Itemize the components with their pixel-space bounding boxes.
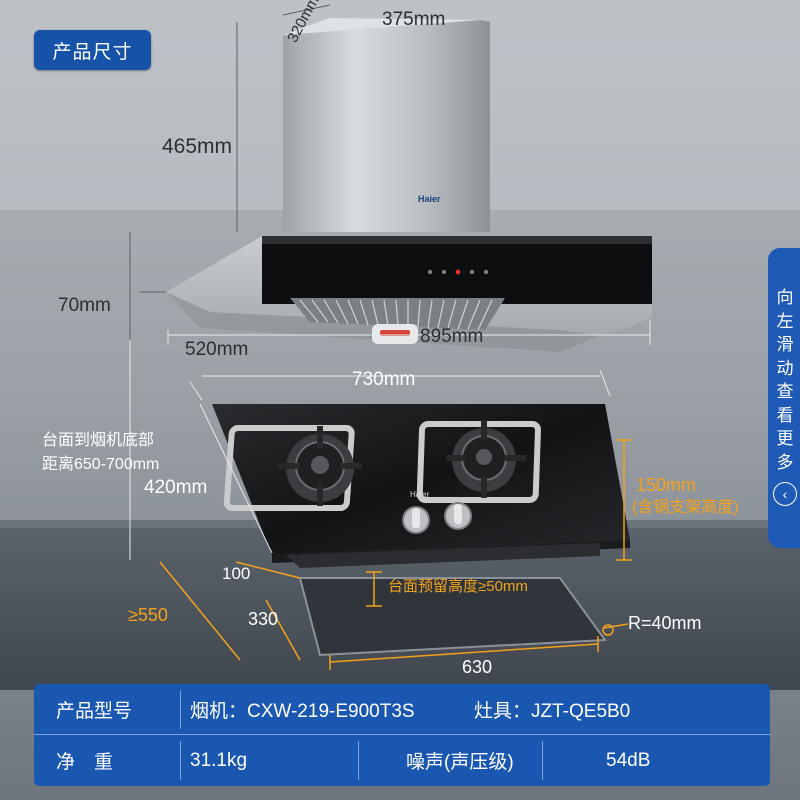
side-tab-char: 多	[776, 452, 794, 472]
hood-model-value: 烟机：CXW-219-E900T3S	[190, 701, 415, 722]
side-tab-char: 查	[776, 382, 794, 401]
side-tab-char: 向	[776, 288, 794, 307]
noise-value: 54dB	[606, 749, 651, 771]
weight-label: 净 重	[56, 752, 114, 773]
model-label: 产品型号	[56, 701, 133, 722]
orange-dimension-lines	[159, 439, 632, 670]
page-title-badge: 产品尺寸	[34, 30, 151, 70]
weight-value: 31.1kg	[190, 749, 248, 771]
counter-to-hood-note-line1: 台面到烟机底部	[42, 432, 155, 449]
side-tab-char: 更	[776, 429, 794, 448]
side-tab-char: 左	[776, 311, 794, 331]
swipe-more-tab[interactable]: 向 左 滑 动 查 看 更 多 ‹	[768, 248, 800, 548]
hob-width-label: 730mm	[352, 369, 416, 390]
hob-knobs	[402, 502, 472, 534]
cutout-depth-label: 330	[248, 609, 279, 629]
spec-row-model: 产品型号 烟机：CXW-219-E900T3S 灶具：JZT-QE5B0	[34, 684, 770, 735]
chevron-left-icon[interactable]: ‹	[773, 482, 797, 506]
hob-model-value: 灶具：JZT-QE5B0	[474, 701, 631, 722]
spec-table: 产品型号 烟机：CXW-219-E900T3S 灶具：JZT-QE5B0 净 重…	[34, 684, 770, 786]
side-tab-char: 滑	[776, 335, 794, 354]
pot-stand-height-note: (含锅支架高度)	[632, 499, 739, 516]
cutout-width-label: 630	[462, 657, 493, 677]
cutout-offset-label: 100	[222, 564, 251, 583]
reserved-height-label: 台面预留高度≥50mm	[388, 578, 528, 595]
brand-logo: Haier	[418, 194, 441, 204]
hood-top-width-label: 375mm	[382, 9, 446, 30]
hood-width-label: 895mm	[420, 326, 484, 347]
side-tab-char: 动	[776, 358, 794, 378]
svg-text:Haier: Haier	[410, 490, 429, 499]
pot-stand-height-label: 150mm	[636, 475, 697, 495]
counter-to-hood-note-line2: 距离650-700mm	[42, 456, 160, 473]
noise-label: 噪声(声压级)	[406, 752, 514, 773]
side-tab-char: 看	[776, 405, 794, 425]
counter-depth-label: ≥550	[128, 605, 168, 625]
hood-chimney	[283, 20, 490, 232]
left-burner	[223, 425, 362, 511]
panel-height-label: 70mm	[58, 295, 111, 316]
spec-row-weight-noise: 净 重 31.1kg 噪声(声压级) 54dB	[34, 735, 770, 786]
right-burner	[416, 420, 541, 503]
countertop-cutout	[298, 577, 607, 657]
corner-radius-label: R=40mm	[628, 613, 702, 633]
hood-depth-bottom-label: 520mm	[185, 339, 249, 360]
hob-depth-label: 420mm	[144, 477, 208, 498]
chimney-height-label: 465mm	[162, 135, 233, 158]
